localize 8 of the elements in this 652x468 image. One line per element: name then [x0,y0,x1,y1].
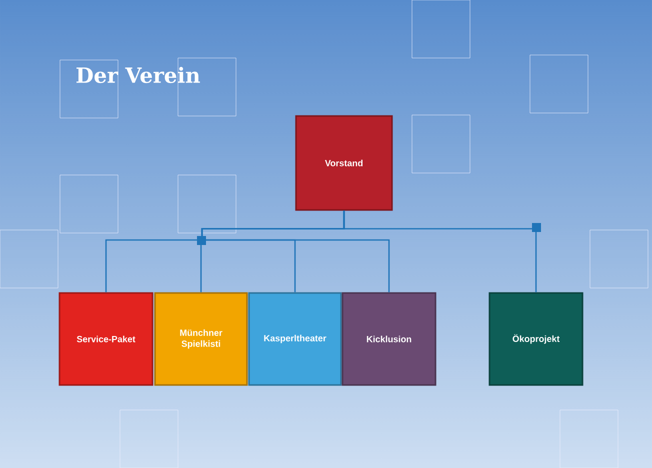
org-box: Kasperltheater [248,292,342,386]
org-box: Münchner Spielkisti [154,292,248,386]
org-box: Service-Paket [58,292,154,386]
org-box: Kicklusion [342,292,436,386]
org-box: Vorstand [295,115,393,211]
title: Der Verein [76,66,200,84]
connector-line [343,210,537,292]
org-box: Ökoprojekt [488,292,584,386]
